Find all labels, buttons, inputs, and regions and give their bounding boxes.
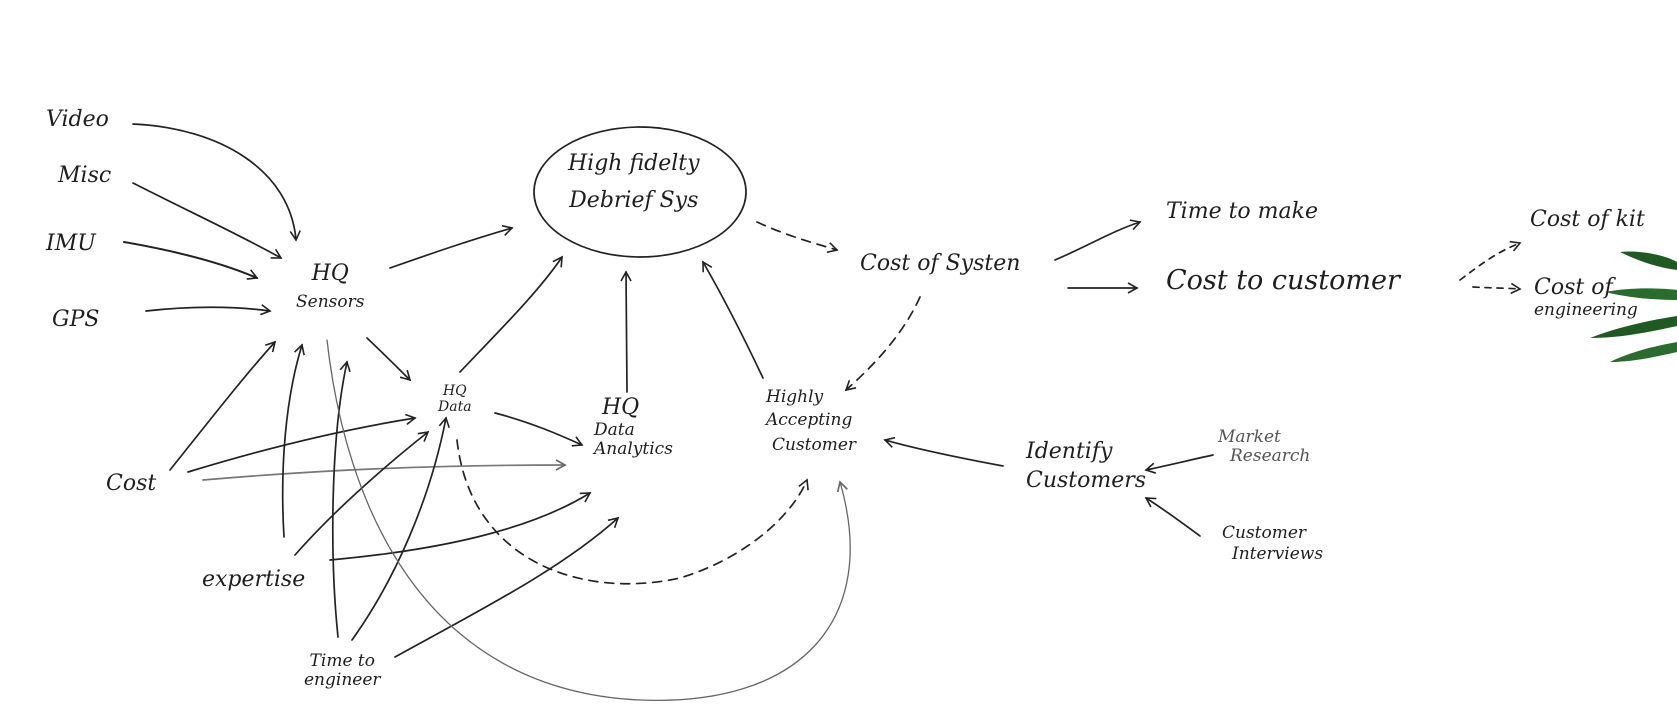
edge-sensors-hqdata <box>366 337 412 382</box>
node-hq-data-line1: HQ <box>442 383 467 399</box>
node-imu: IMU <box>46 231 96 256</box>
node-identify-customers: Identify Customers <box>1026 439 1147 493</box>
edge-interviews-identify <box>1144 497 1201 537</box>
edge-expertise-analytics <box>329 492 592 561</box>
node-high-fidelity-debrief: High fidelty Debrief Sys <box>568 151 700 213</box>
node-market-research: Market Research <box>1218 427 1311 467</box>
edge-time-analytics <box>394 516 620 658</box>
node-identify-customers-line2: Customers <box>1026 467 1147 493</box>
debrief-system-ellipse <box>533 126 747 258</box>
edge-cost-hqdata <box>187 413 417 473</box>
node-market-research-line2: Research <box>1230 446 1311 467</box>
node-hq-sensors-line2: Sensors <box>296 291 365 312</box>
node-highly-accepting-customer: Highly Accepting Customer <box>766 387 857 456</box>
edge-sensors-customer-grey <box>326 339 851 702</box>
node-customer-interviews: Customer Interviews <box>1222 523 1324 565</box>
node-hq-data-analytics-line2: Data <box>594 419 635 440</box>
node-highly-accepting-customer-line1: Highly <box>766 387 824 407</box>
node-hq-data-analytics-line3: Analytics <box>594 438 673 459</box>
node-identify-customers-line1: Identify <box>1026 439 1113 464</box>
edge-gps-sensors <box>145 304 272 316</box>
node-time-to-engineer: Time to engineer <box>304 651 381 691</box>
node-hq-data-analytics-line1: HQ <box>602 395 640 420</box>
node-hq-data-line2: Data <box>438 398 472 415</box>
edge-cost-analytics <box>202 459 567 481</box>
edge-expertise-sensors <box>281 343 305 538</box>
edge-time-sensors <box>331 360 351 638</box>
node-high-fidelity-debrief-line2: Debrief Sys <box>569 187 699 213</box>
node-hq-sensors: HQ Sensors <box>296 261 365 312</box>
edge-debrief-cost-dashed <box>756 221 839 254</box>
edge-imu-sensors <box>123 241 259 280</box>
edge-hqdata-debrief <box>459 255 563 373</box>
node-customer-interviews-line2: Interviews <box>1232 544 1324 565</box>
node-cost-of-engineering-line1: Cost of <box>1534 275 1613 300</box>
node-cost: Cost <box>106 471 157 496</box>
node-cost-of-engineering-line2: engineering <box>1534 299 1638 320</box>
node-gps: GPS <box>52 307 100 332</box>
node-market-research-line1: Market <box>1218 427 1281 447</box>
edge-customer-debrief <box>702 260 764 379</box>
edge-video-sensors <box>132 123 301 242</box>
node-hq-sensors-line1: HQ <box>311 261 349 286</box>
node-time-to-make: Time to make <box>1166 199 1318 224</box>
node-expertise: expertise <box>202 567 306 592</box>
node-high-fidelity-debrief-line1: High fidelty <box>568 151 700 176</box>
node-cost-of-engineering: Cost of engineering <box>1534 275 1638 320</box>
edge-costcustomer-kit-dashed <box>1459 240 1522 281</box>
edge-time-hqdata <box>351 416 450 641</box>
edge-misc-sensors <box>132 182 283 259</box>
edge-market-identify <box>1144 454 1214 474</box>
node-hq-data-analytics: HQ Data Analytics <box>594 395 673 459</box>
edge-identify-customer <box>883 436 1004 467</box>
node-time-to-engineer-line2: engineer <box>304 670 381 691</box>
node-video: Video <box>46 107 109 132</box>
node-misc: Misc <box>58 163 112 188</box>
node-customer-interviews-line1: Customer <box>1222 523 1307 543</box>
node-highly-accepting-customer-line2: Accepting <box>766 410 853 431</box>
plant-leaves <box>1590 251 1677 362</box>
node-time-to-engineer-line1: Time to <box>309 651 375 671</box>
edge-hqdata-analytics <box>494 412 584 447</box>
edge-sensors-debrief <box>389 224 514 269</box>
edge-cost-sensors <box>169 340 277 471</box>
node-cost-to-customer: Cost to customer <box>1166 265 1400 296</box>
edge-cost-timetomake <box>1054 219 1142 261</box>
node-highly-accepting-customer-line3: Customer <box>772 435 857 456</box>
edge-cost-customer-dashed <box>844 296 921 392</box>
node-cost-of-system: Cost of Systen <box>860 251 1021 276</box>
node-hq-data: HQ Data <box>438 383 472 415</box>
edge-expertise-hqdata <box>294 430 430 556</box>
node-cost-of-kit: Cost of kit <box>1530 207 1645 232</box>
edge-hqdata-customer-dashed <box>456 439 809 585</box>
edge-costcustomer-engineering-dashed <box>1472 282 1522 295</box>
edge-analytics-debrief <box>620 270 632 393</box>
